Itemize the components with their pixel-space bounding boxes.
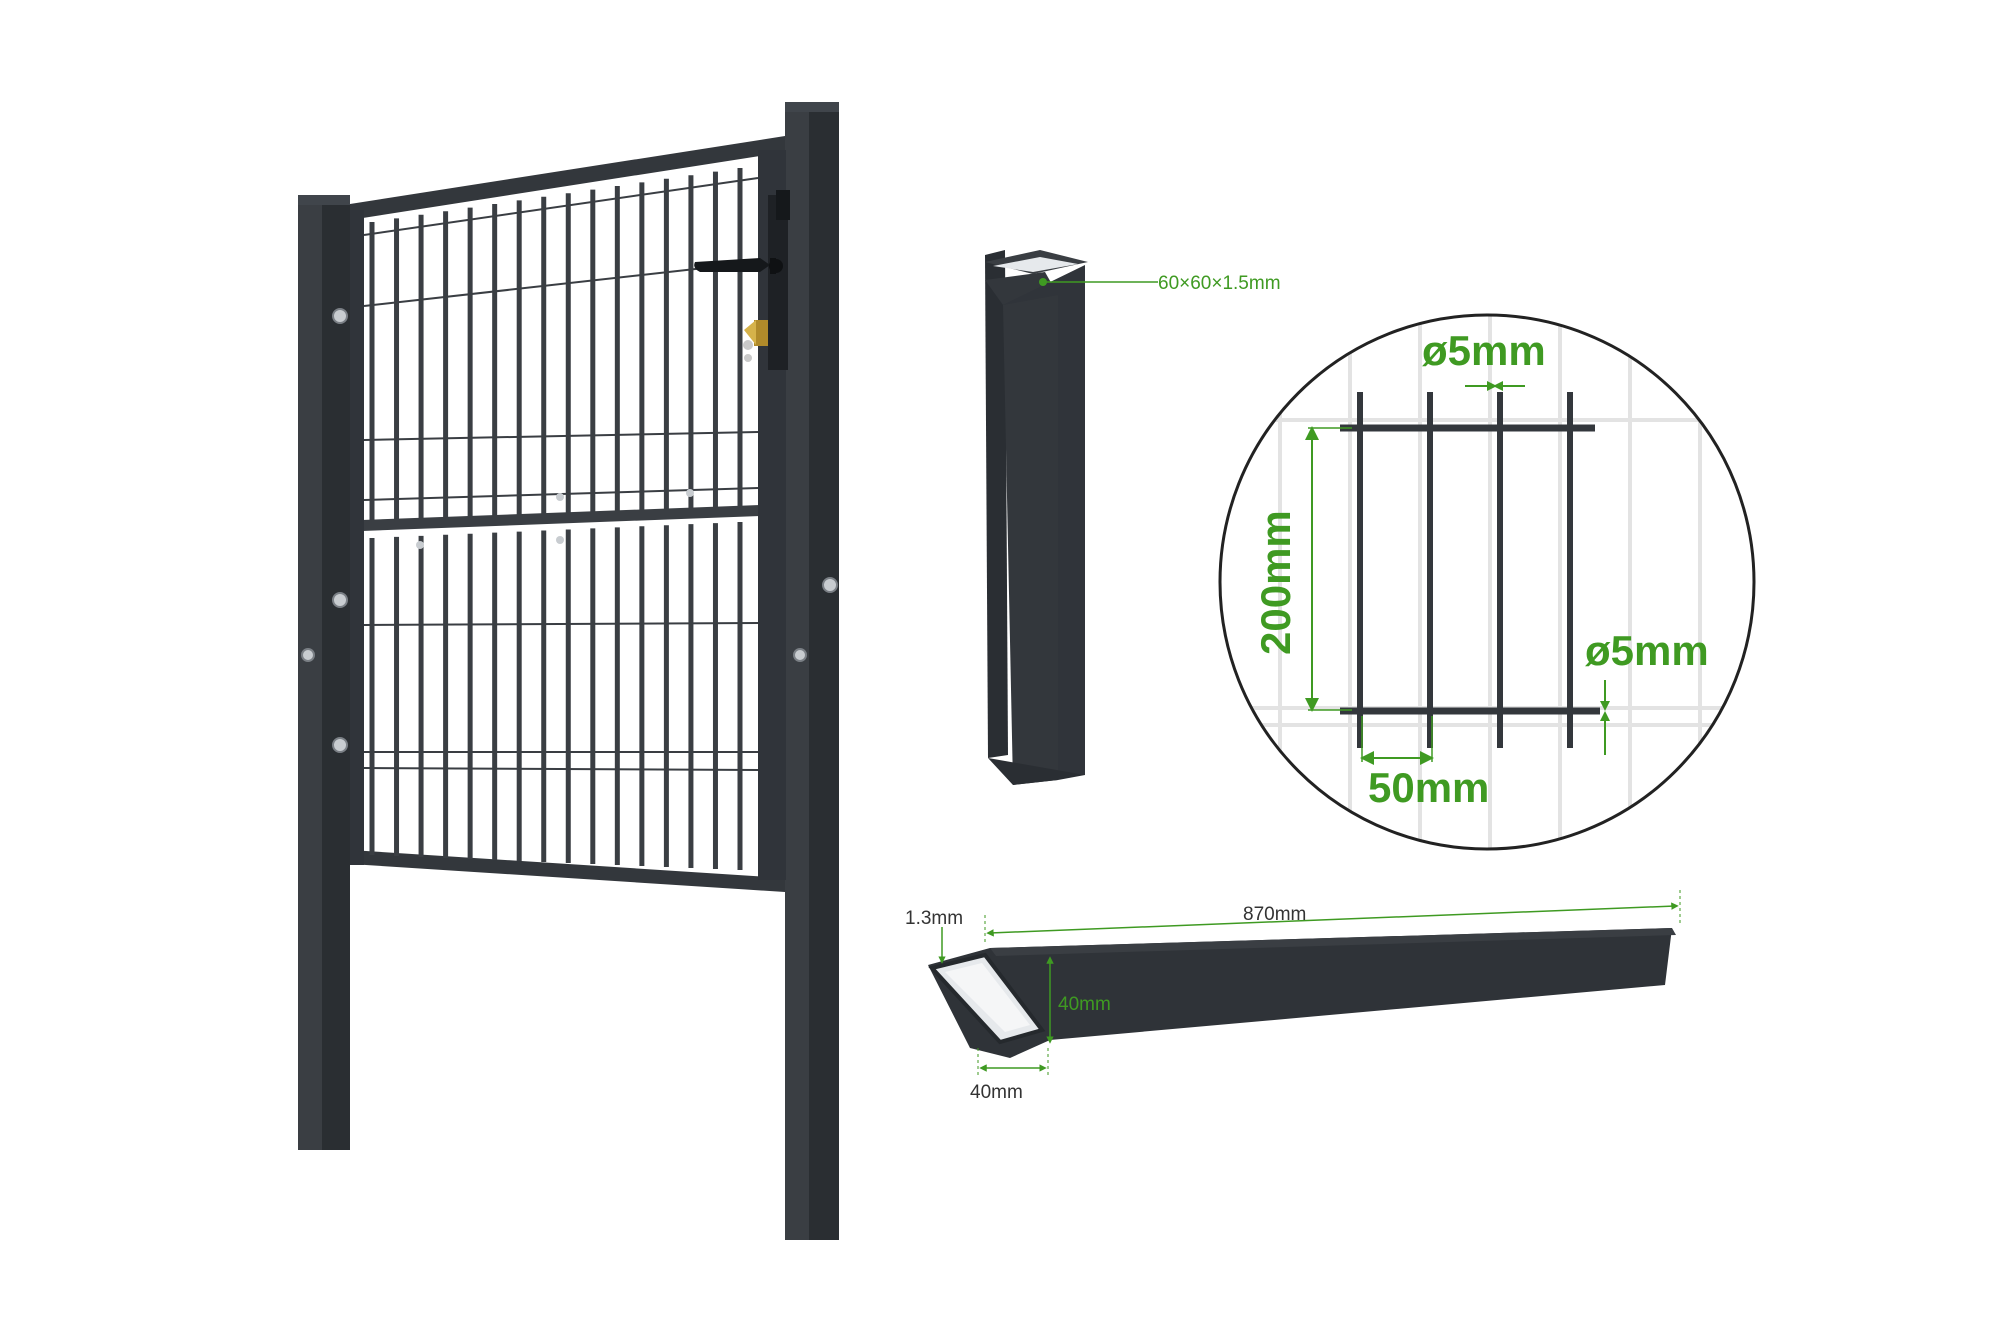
spike-length-dimension: 870mm (984, 890, 1681, 945)
spike-thickness-dimension: 1.3mm (905, 908, 963, 964)
post-size-label: 60×60×1.5mm (1158, 273, 1281, 294)
mesh-height-dimension: 200mm (1252, 426, 1352, 712)
spike-width-label: 40mm (970, 1082, 1023, 1103)
square-post: 60×60×1.5mm (985, 250, 1281, 785)
left-post (298, 195, 350, 1150)
spike-length-label: 870mm (1243, 904, 1306, 925)
mesh-width-dimension: 50mm (1360, 716, 1489, 811)
door-handle-icon (694, 190, 790, 370)
ground-spike: 1.3mm 870mm 40mm 40mm (905, 890, 1681, 1103)
wire-diameter-side-dimension: ø5mm (1585, 627, 1709, 755)
wire-diameter-top-label: ø5mm (1422, 327, 1546, 374)
mesh-horizontal-wire (363, 261, 759, 307)
wire-diameter-top-dimension: ø5mm (1422, 327, 1546, 391)
hinge-bolts (301, 308, 838, 753)
mesh-detail: ø5mm 200mm ø5mm 50mm (1218, 313, 1756, 851)
spike-height-dimension: 40mm (1046, 956, 1111, 1044)
mesh-wires (1340, 392, 1600, 748)
detail-circle-outline (1218, 313, 1756, 851)
wire-diameter-side-label: ø5mm (1585, 627, 1709, 674)
mesh-horizontal-wire (363, 767, 759, 771)
spike-width-dimension: 40mm (970, 1048, 1049, 1103)
garden-gate-icon (298, 102, 839, 1240)
spike-height-label: 40mm (1058, 994, 1111, 1015)
mesh-height-label: 200mm (1252, 510, 1299, 655)
gate-mesh (363, 168, 759, 870)
spike-thickness-label: 1.3mm (905, 908, 963, 929)
mesh-horizontal-wire (363, 177, 759, 236)
mesh-width-label: 50mm (1368, 764, 1489, 811)
mesh-horizontal-wire (363, 431, 759, 441)
right-post (785, 102, 839, 1240)
mesh-horizontal-wire (363, 622, 759, 626)
padlock-icon (743, 320, 768, 362)
